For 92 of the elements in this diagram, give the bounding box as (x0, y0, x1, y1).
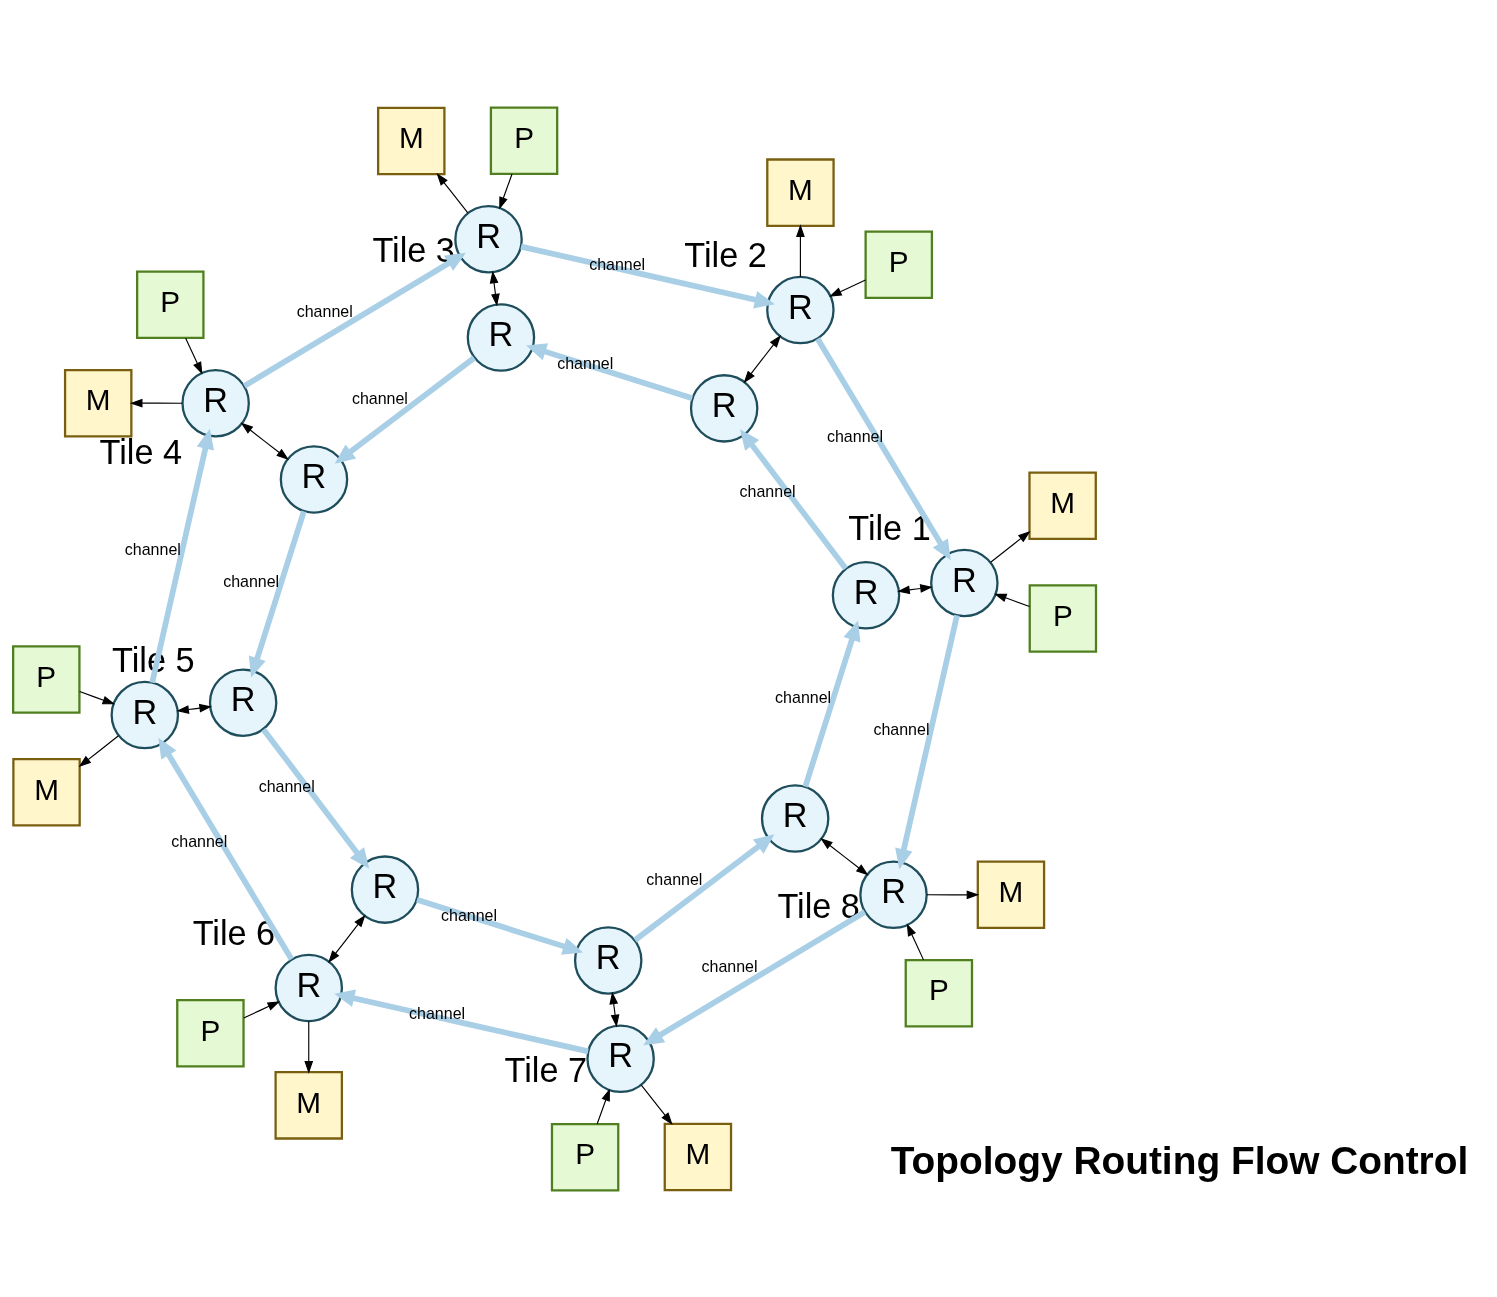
arrow (829, 279, 867, 297)
node-box: P (550, 1122, 620, 1192)
node-circle: R (350, 854, 420, 924)
arrow (185, 337, 203, 374)
node-box: M (274, 1070, 344, 1140)
arrow (261, 727, 370, 869)
arrow (609, 991, 620, 1027)
arrow (994, 593, 1031, 607)
edge-label: channel (739, 482, 796, 500)
arrow (416, 896, 584, 955)
node-circle: R (454, 204, 523, 274)
arrow (520, 243, 775, 308)
arrow (149, 428, 215, 683)
arrow (436, 172, 469, 213)
arrow (499, 173, 513, 210)
arrow (640, 1084, 673, 1125)
node-box: P (176, 998, 245, 1068)
edge-label: channel (124, 540, 181, 558)
edge-label: channel (171, 832, 228, 850)
arrow (129, 398, 183, 408)
node-box: M (976, 860, 1046, 929)
arrow (802, 619, 861, 787)
node-box: P (1028, 583, 1098, 653)
arrow (820, 837, 869, 875)
node-circle: R (586, 1023, 655, 1093)
edge-label: channel (409, 1004, 466, 1022)
arrow (248, 510, 307, 678)
edge-label: channel (646, 870, 703, 888)
node-circle: R (831, 560, 901, 630)
arrow (79, 690, 116, 704)
edge-label: channel (258, 777, 315, 795)
arrow (895, 614, 960, 869)
node-box: M (63, 368, 133, 437)
arrow (158, 737, 294, 961)
node-label: Tile 2 (684, 235, 767, 274)
node-box: P (489, 105, 559, 175)
arrow (242, 252, 466, 388)
edge-label: channel (775, 688, 832, 706)
arrow (304, 1020, 314, 1074)
edge-label: channel (223, 572, 280, 590)
arrow (743, 334, 781, 383)
arrow (596, 1087, 610, 1124)
arrow (240, 422, 289, 460)
arrow (897, 583, 933, 594)
edge-label: channel (557, 354, 614, 372)
arrow (815, 336, 951, 560)
node-circle: R (110, 680, 180, 749)
arrow (176, 703, 212, 714)
arrow (990, 530, 1031, 563)
node-box: M (663, 1122, 733, 1191)
arrow (926, 889, 980, 899)
node-box: P (136, 270, 205, 339)
node-circle: R (274, 953, 344, 1022)
node-circle: R (573, 925, 643, 995)
node-box: M (12, 757, 81, 827)
arrow (328, 914, 366, 963)
node-circle: R (466, 302, 536, 372)
edge-label: channel (701, 957, 758, 975)
node-circle: R (279, 444, 349, 514)
arrow (643, 909, 867, 1045)
node-box: P (12, 644, 81, 714)
node-label: Tile 7 (504, 1050, 588, 1089)
node-box: M (1028, 470, 1097, 540)
arrow (489, 270, 500, 306)
node-box: P (904, 958, 974, 1027)
node-box: M (377, 106, 446, 175)
arrow (243, 1000, 281, 1019)
node-box: P (864, 229, 934, 299)
node-label: Tile 1 (848, 508, 931, 547)
edge-label: channel (351, 389, 408, 407)
node-circle: R (181, 368, 250, 437)
edge-label: channel (826, 427, 883, 445)
edge-label: channel (873, 720, 930, 738)
arrow (334, 355, 476, 464)
arrow (633, 833, 775, 942)
edge-label: channel (441, 906, 498, 924)
arrow (739, 428, 848, 570)
node-circle: R (859, 860, 928, 929)
edge-label: channel (589, 255, 646, 273)
arrow (334, 989, 589, 1054)
node-circle: R (930, 548, 999, 617)
node-circle: R (760, 783, 830, 853)
arrow (526, 342, 694, 401)
arrow (78, 734, 120, 767)
node-circle: R (766, 275, 835, 344)
node-circle: R (208, 667, 278, 737)
node-circle: R (689, 373, 759, 443)
arrow (796, 223, 805, 277)
arrow (906, 923, 925, 960)
node-box: M (766, 157, 835, 227)
edge-label: channel (296, 302, 353, 320)
label: Topology Routing Flow Control (890, 1138, 1469, 1182)
